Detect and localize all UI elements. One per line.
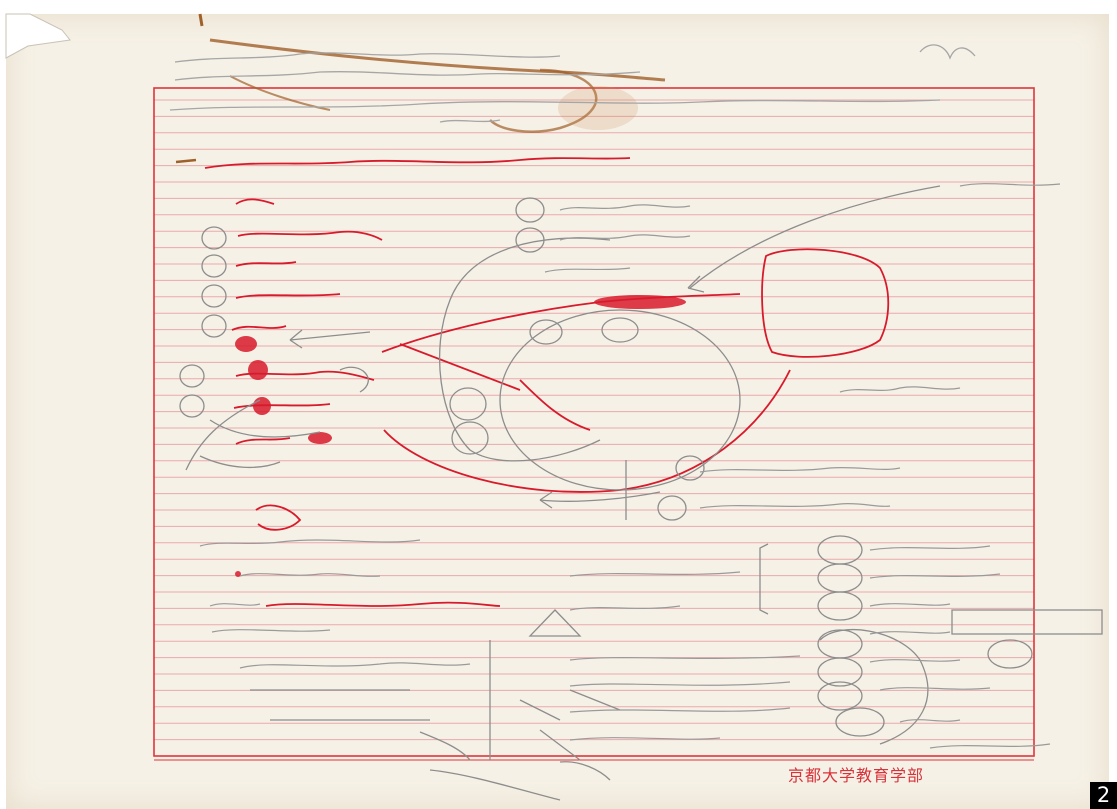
footer-imprint: 京都大学教育学部 <box>788 766 925 785</box>
red-list-strokes <box>231 198 501 607</box>
title-stroke <box>204 157 631 169</box>
stain-mark-top <box>198 13 204 27</box>
stain-stroke-left <box>229 75 331 111</box>
stain-stroke-top <box>209 38 666 82</box>
pencil-drawing-strokes <box>179 185 1103 801</box>
torn-corner <box>5 13 71 59</box>
ruled-lines <box>154 99 1034 757</box>
red-blotches <box>235 295 686 577</box>
stain-mark-left <box>175 158 197 164</box>
stain-blot <box>558 86 638 130</box>
pencil-scribbles-top <box>169 44 976 123</box>
pencil-handwriting-lines <box>199 183 1061 749</box>
margin-frame <box>153 87 1035 757</box>
page-number-badge: 2 <box>1090 782 1117 809</box>
stain-stroke-loop <box>489 68 598 133</box>
